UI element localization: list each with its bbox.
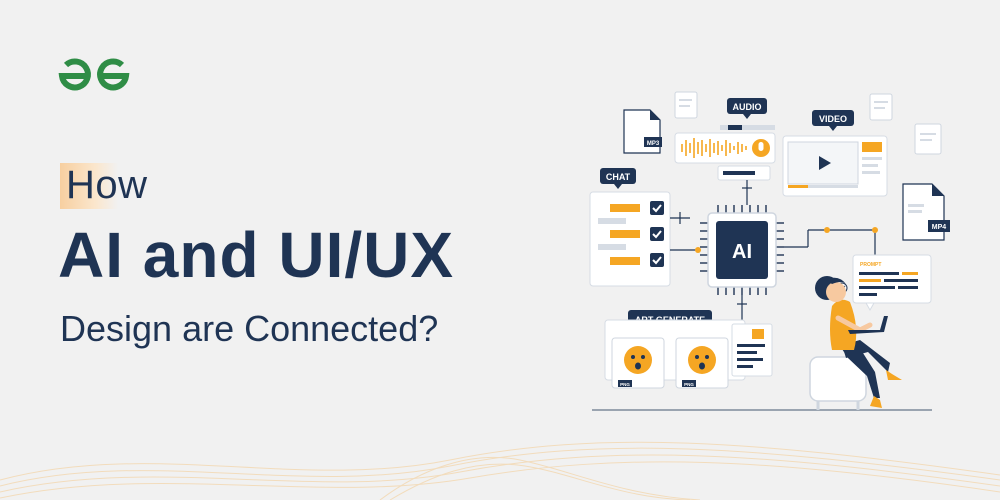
- heading-how: How: [60, 161, 148, 209]
- png-label-1: PNG: [620, 382, 630, 387]
- play-icon: [819, 156, 831, 170]
- ai-uiux-illustration: MP3 AUDIO: [589, 91, 950, 411]
- how-highlight: [60, 163, 118, 209]
- ai-label: AI: [732, 241, 752, 263]
- art-generate-panel: ART GENERATE PNG PNG: [604, 310, 773, 389]
- prompt-label: PROMPT: [860, 262, 881, 268]
- mp4-label: MP4: [932, 224, 947, 231]
- heading-line-1: How: [66, 163, 148, 207]
- audio-panel: AUDIO: [674, 98, 776, 205]
- geeksforgeeks-logo-icon[interactable]: [58, 57, 130, 95]
- ai-chip: AI: [700, 205, 878, 320]
- decorative-waves: [0, 441, 1000, 500]
- prompt-panel: PROMPT: [836, 254, 932, 312]
- chat-panel: CHAT: [589, 168, 701, 287]
- video-panel: VIDEO: [782, 110, 888, 197]
- page-title: AI and UI/UX: [58, 219, 455, 291]
- chat-label: CHAT: [606, 172, 631, 182]
- audio-label: AUDIO: [733, 102, 762, 112]
- png-label-2: PNG: [684, 382, 694, 387]
- woman-with-laptop: [809, 276, 902, 410]
- checkbox-icon: [650, 201, 664, 267]
- mp4-file-icon: MP4: [902, 183, 950, 241]
- mp3-file-icon: MP3: [623, 109, 662, 154]
- mp3-label: MP3: [647, 141, 660, 147]
- page-subtitle: Design are Connected?: [60, 308, 439, 349]
- video-label: VIDEO: [819, 114, 847, 124]
